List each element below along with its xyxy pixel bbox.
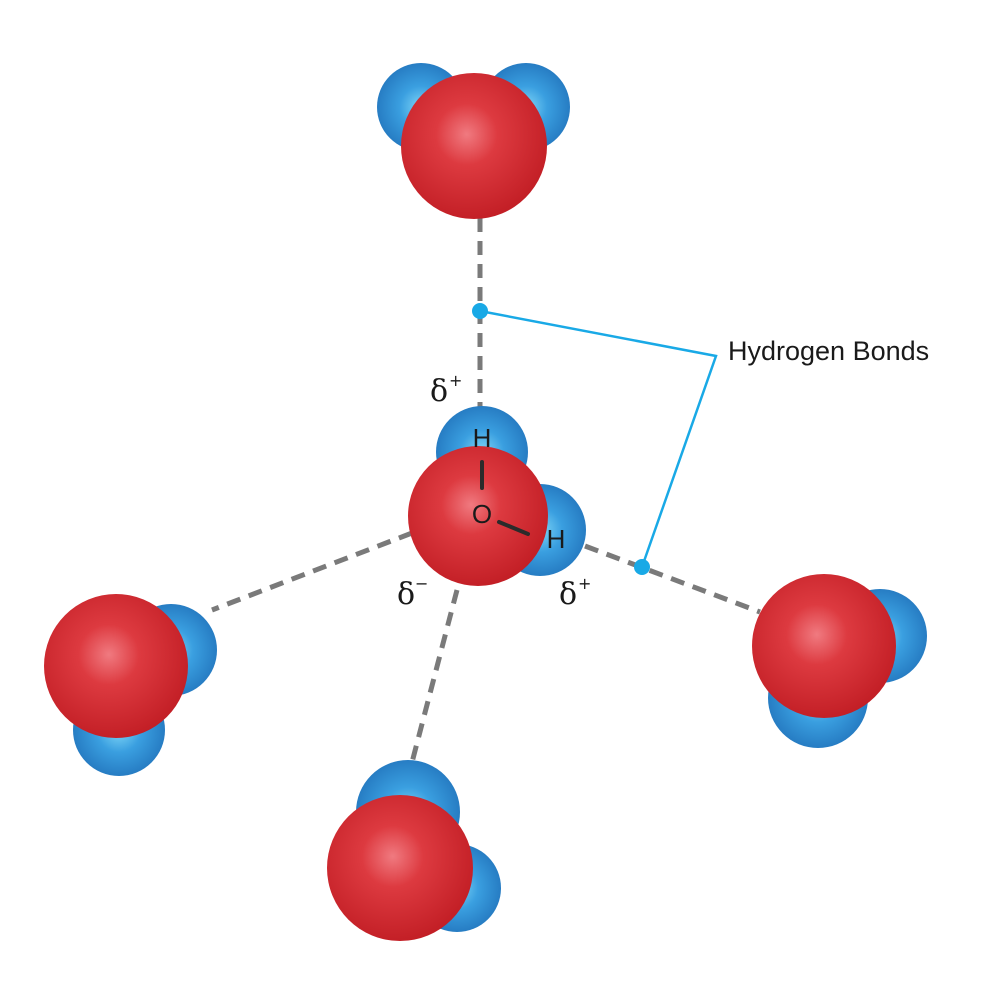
hydrogen-bonds-callout: Hydrogen Bonds — [472, 303, 929, 575]
delta-symbol: δ — [559, 577, 577, 612]
water-molecule-bottom — [327, 760, 501, 941]
oxygen-atom — [408, 446, 548, 586]
plus-sign: + — [449, 371, 462, 390]
delta-symbol: δ — [397, 577, 415, 612]
callout-label: Hydrogen Bonds — [728, 336, 929, 366]
partial-charge-right: δ + — [559, 574, 591, 612]
hbond-left — [211, 530, 413, 613]
hbond-bottom — [407, 589, 460, 771]
plus-sign: + — [578, 574, 591, 593]
covalent-bond-diagonal — [497, 520, 530, 536]
oxygen-atom — [327, 795, 473, 941]
oxygen-label: O — [472, 499, 492, 529]
partial-charge-top: δ + — [430, 371, 462, 409]
hydrogen-label-right: H — [547, 524, 566, 554]
oxygen-atom — [44, 594, 188, 738]
water-molecule-top — [377, 63, 570, 219]
partial-charge-left: δ − — [397, 574, 428, 612]
oxygen-atom — [752, 574, 896, 718]
callout-dot-top — [472, 303, 488, 319]
oxygen-atom — [401, 73, 547, 219]
delta-symbol: δ — [430, 374, 448, 409]
water-molecule-left — [44, 594, 217, 776]
minus-sign: − — [415, 574, 428, 593]
callout-leader-line — [479, 309, 718, 568]
water-molecule-center: H O H — [408, 406, 586, 586]
water-molecule-right — [752, 574, 927, 748]
hydrogen-label-top: H — [473, 423, 492, 453]
callout-dot-right — [634, 559, 650, 575]
hbond-right — [584, 543, 761, 615]
